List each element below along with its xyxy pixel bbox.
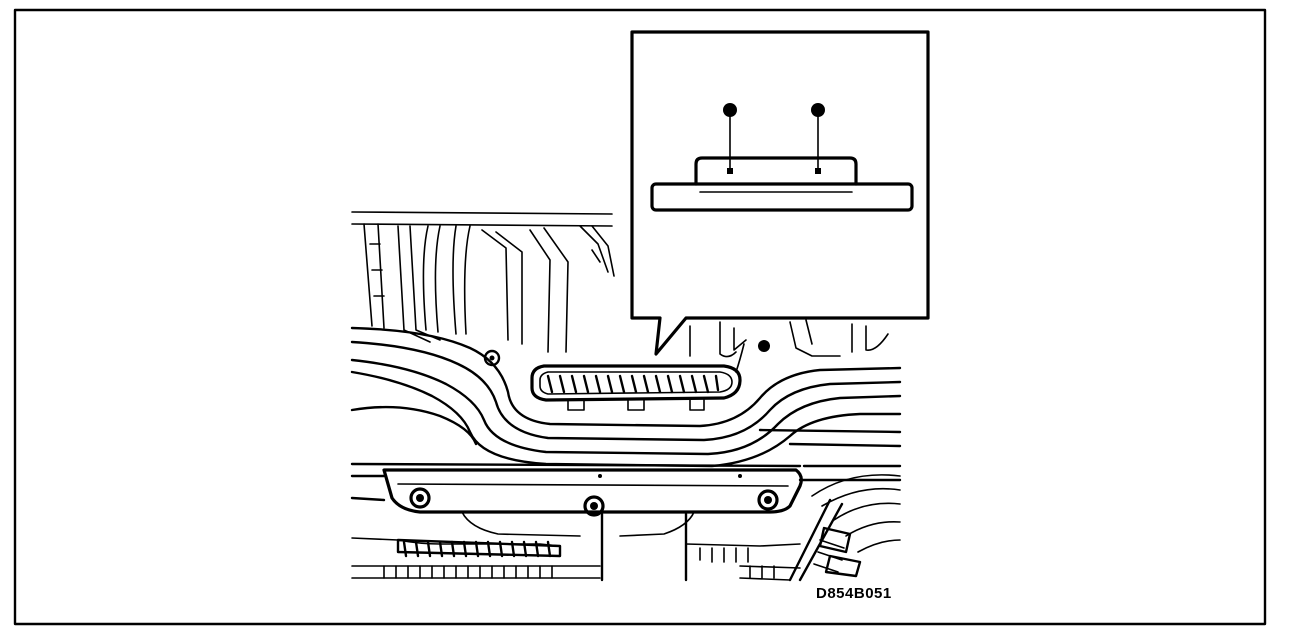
terminal-marker-left (723, 103, 737, 174)
mounting-bracket (382, 468, 803, 537)
support-post (600, 512, 688, 582)
lower-rail (350, 462, 902, 502)
main-view (350, 211, 902, 582)
mounting-hole (483, 349, 501, 367)
finned-component-left (351, 537, 601, 579)
mounting-hole (758, 340, 770, 352)
detail-base-plate (650, 182, 914, 212)
bolt-right (757, 489, 779, 511)
connector-socket (530, 364, 742, 411)
detail-connector-housing (694, 156, 858, 186)
cross-member (350, 326, 902, 468)
terminal-marker-right (811, 103, 825, 174)
right-brackets (689, 319, 889, 373)
figure-code: D854B051 (816, 585, 892, 602)
callout-box (630, 30, 930, 356)
bolt-left (409, 487, 431, 509)
detail-callout (630, 30, 930, 356)
wiring-harness-right (685, 474, 901, 582)
bolt-center (583, 495, 605, 517)
diagram-frame (13, 8, 1267, 626)
mounting-hole (489, 355, 495, 361)
